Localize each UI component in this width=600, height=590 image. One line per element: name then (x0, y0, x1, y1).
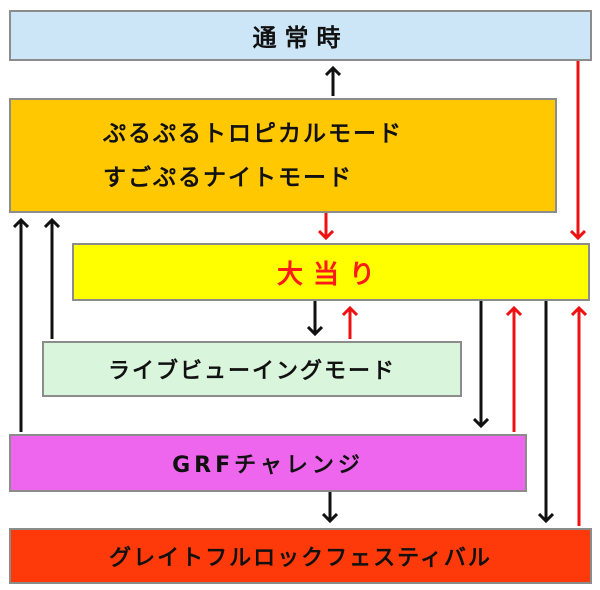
state-rock-label: グレイトフルロックフェスティバル (109, 546, 492, 571)
state-grf-label: GRFチャレンジ (172, 453, 364, 478)
state-mode-label-2: すごぷるナイトモード (103, 164, 353, 191)
state-grf-challenge: GRFチャレンジ (9, 434, 527, 492)
state-live-viewing-mode: ライブビューイングモード (42, 341, 462, 397)
state-mode-label-1: ぷるぷるトロピカルモード (103, 120, 403, 147)
state-tropical-night-mode: ぷるぷるトロピカルモード すごぷるナイトモード (9, 98, 557, 213)
state-big-bonus: 大当り (72, 243, 590, 301)
state-grateful-rock-festival: グレイトフルロックフェスティバル (9, 528, 592, 584)
state-normal: 通常時 (9, 10, 592, 61)
state-normal-label: 通常時 (252, 24, 349, 52)
state-big-bonus-label: 大当り (276, 259, 385, 290)
state-live-viewing-label: ライブビューイングモード (107, 359, 396, 384)
